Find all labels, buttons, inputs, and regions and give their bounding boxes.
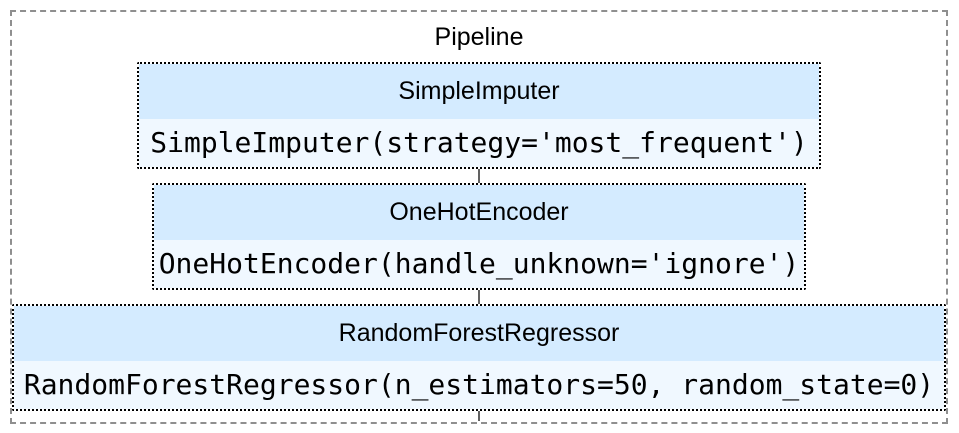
connector-line (478, 290, 480, 304)
step-randomforestregressor: RandomForestRegressor RandomForestRegres… (12, 304, 946, 411)
step-simpleimputer-toggle[interactable]: SimpleImputer (139, 64, 819, 119)
step-onehotencoder: OneHotEncoder OneHotEncoder(handle_unkno… (152, 183, 806, 290)
step-simpleimputer-params: SimpleImputer(strategy='most_frequent') (139, 119, 819, 167)
step-onehotencoder-toggle[interactable]: OneHotEncoder (154, 185, 804, 240)
connector-line (478, 411, 480, 421)
step-simpleimputer: SimpleImputer SimpleImputer(strategy='mo… (137, 62, 821, 169)
pipeline-container: Pipeline SimpleImputer SimpleImputer(str… (10, 10, 948, 424)
step-onehotencoder-params: OneHotEncoder(handle_unknown='ignore') (154, 240, 804, 288)
pipeline-title: Pipeline (434, 23, 524, 51)
step-randomforestregressor-toggle[interactable]: RandomForestRegressor (14, 306, 944, 361)
step-randomforestregressor-params: RandomForestRegressor(n_estimators=50, r… (14, 361, 944, 409)
connector-line (478, 169, 480, 183)
